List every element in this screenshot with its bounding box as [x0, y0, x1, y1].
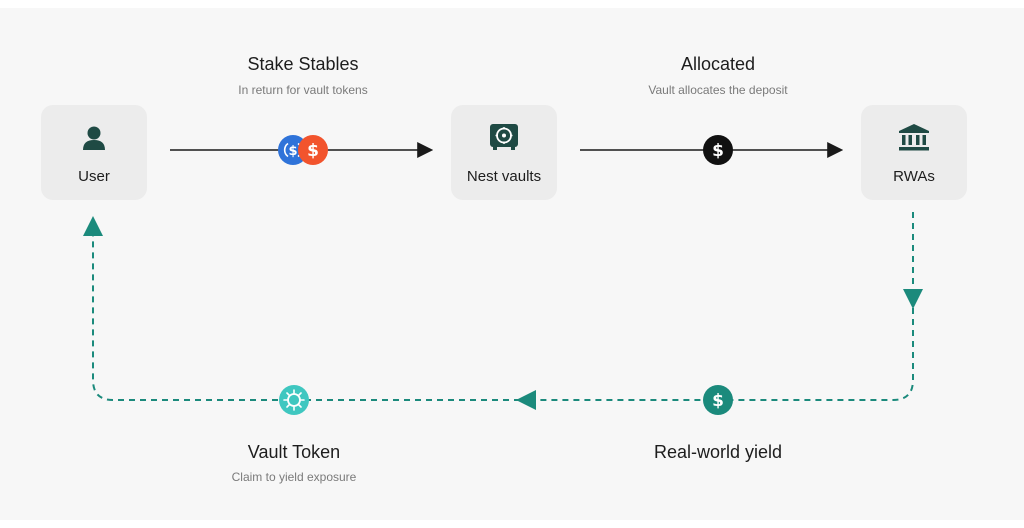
- user-icon: [41, 123, 147, 153]
- vault-icon: [451, 123, 557, 153]
- step-subtitle-allocated: Vault allocates the deposit: [648, 83, 788, 97]
- node-user: User: [41, 105, 147, 200]
- step-title-stake: Stake Stables: [247, 54, 359, 74]
- node-nest-vaults-label: Nest vaults: [466, 168, 542, 185]
- step-title-vault-token: Vault Token: [247, 442, 341, 462]
- node-rwas: RWAs: [861, 105, 967, 200]
- svg-text:$: $: [712, 141, 724, 161]
- node-rwas-label: RWAs: [893, 168, 935, 185]
- node-nest-vaults: Nest vaults: [451, 105, 557, 200]
- svg-text:$: $: [307, 141, 319, 161]
- bank-icon: [861, 123, 967, 153]
- diagram-canvas: [0, 8, 1024, 520]
- svg-text:$: $: [712, 391, 724, 411]
- step-title-yield: Real-world yield: [653, 442, 783, 462]
- svg-text:$: $: [288, 144, 297, 159]
- dollar-coin-black-icon: $: [703, 135, 733, 165]
- dashed-left-to-user: [83, 216, 520, 401]
- step-subtitle-stake: In return for vault tokens: [238, 83, 368, 97]
- step-title-allocated: Allocated: [680, 54, 756, 74]
- dashed-rwa-to-left: [516, 308, 914, 410]
- dollar-coin-orange-icon: $: [298, 135, 328, 165]
- node-user-label: User: [78, 168, 110, 185]
- step-subtitle-vault-token: Claim to yield exposure: [231, 470, 357, 484]
- vault-token-icon: [279, 385, 309, 415]
- dollar-coin-teal-icon: $: [703, 385, 733, 415]
